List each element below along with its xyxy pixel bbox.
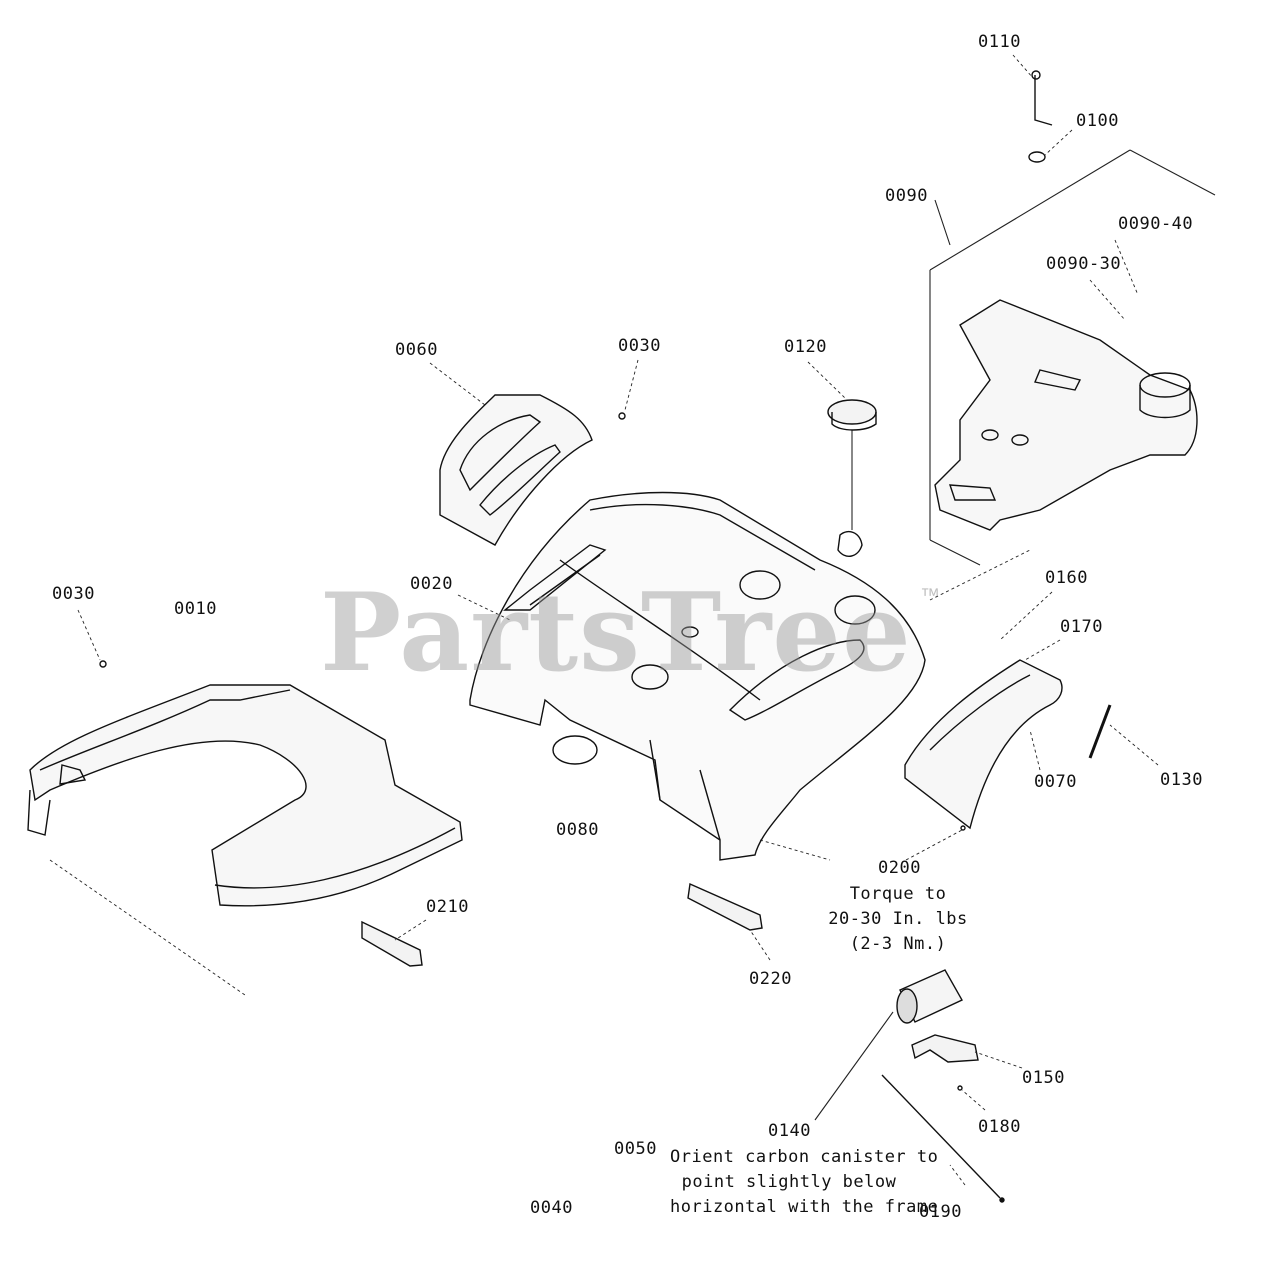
leader-lines-solid <box>814 149 1216 1121</box>
callout-0130: 0130 <box>1160 770 1203 790</box>
carbon-canister-part-0140 <box>896 969 963 1024</box>
callout-0030-left: 0030 <box>52 584 95 604</box>
callout-0090-30: 0090-30 <box>1046 254 1122 274</box>
screw-part-0180 <box>957 1085 963 1091</box>
nut-0100 <box>1028 151 1046 163</box>
hardware-part-0110 <box>1028 70 1053 163</box>
callout-0020: 0020 <box>410 574 453 594</box>
panel-part-0070 <box>904 659 1063 830</box>
callout-0110: 0110 <box>978 32 1021 52</box>
canister-note: Orient carbon canister to point slightly… <box>670 1145 939 1220</box>
fuel-cap-part-0120 <box>827 399 877 557</box>
trademark-symbol: ™ <box>920 585 940 607</box>
canister-note-line: Orient carbon canister to <box>670 1147 939 1167</box>
panel-part-0060 <box>439 394 593 546</box>
callout-0040: 0040 <box>530 1198 573 1218</box>
hose-part-0190 <box>881 1074 1001 1199</box>
callout-0050: 0050 <box>614 1139 657 1159</box>
screw-part-0030b <box>618 412 626 420</box>
callout-0120: 0120 <box>784 337 827 357</box>
callout-0150: 0150 <box>1022 1068 1065 1088</box>
callout-0070: 0070 <box>1034 772 1077 792</box>
callout-0170: 0170 <box>1060 617 1103 637</box>
screw-part-0200 <box>960 825 966 831</box>
bracket-part-0220 <box>687 882 763 931</box>
fuel-tank-part-0090 <box>934 299 1198 531</box>
callout-0140: 0140 <box>768 1121 811 1141</box>
callout-0210: 0210 <box>426 897 469 917</box>
bracket-part-0150 <box>911 1034 979 1063</box>
screw-part-0030 <box>99 660 107 668</box>
torque-note: Torque to 20-30 In. lbs (2-3 Nm.) <box>818 882 978 957</box>
bracket-part-0210 <box>361 920 423 967</box>
callout-0180: 0180 <box>978 1117 1021 1137</box>
watermark: PartsTree <box>320 570 912 696</box>
torque-note-line: (2-3 Nm.) <box>849 934 947 954</box>
callout-0080: 0080 <box>556 820 599 840</box>
callout-0090: 0090 <box>885 186 928 206</box>
callout-0010: 0010 <box>174 599 217 619</box>
callout-0190: 0190 <box>919 1202 962 1222</box>
callout-0200: 0200 <box>878 858 921 878</box>
torque-note-line: 20-30 In. lbs <box>828 909 968 929</box>
rod-part-0130 <box>1088 704 1112 759</box>
torque-note-line: Torque to <box>849 884 947 904</box>
fender-part-0010 <box>27 684 463 907</box>
body-part-0020 <box>469 491 926 861</box>
canister-note-line: point slightly below <box>681 1172 897 1192</box>
leader-lines <box>49 54 1159 1186</box>
callout-0100: 0100 <box>1076 111 1119 131</box>
callout-0090-40: 0090-40 <box>1118 214 1194 234</box>
callout-0160: 0160 <box>1045 568 1088 588</box>
callout-0060: 0060 <box>395 340 438 360</box>
callout-0030-top: 0030 <box>618 336 661 356</box>
canister-note-line: horizontal with the frame <box>670 1197 939 1217</box>
callout-0220: 0220 <box>749 969 792 989</box>
